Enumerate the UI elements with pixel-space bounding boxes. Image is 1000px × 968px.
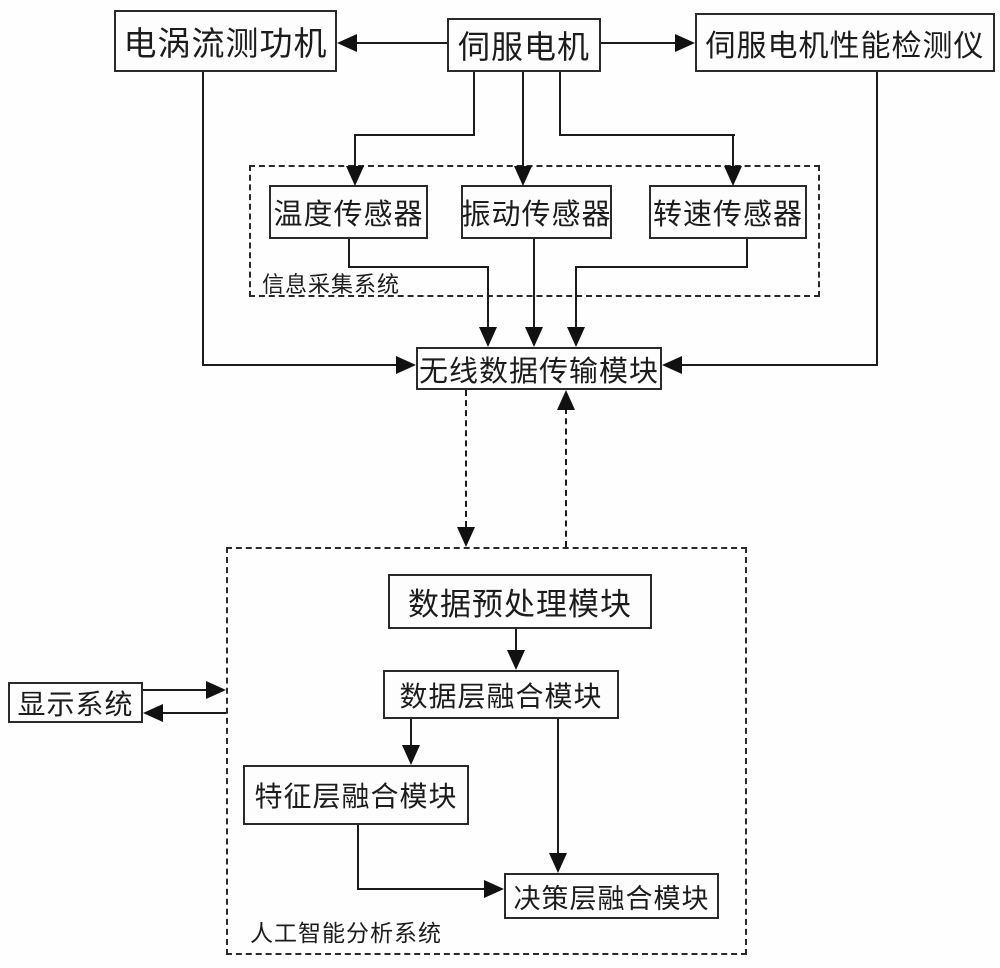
arrowhead-into-ai-system [457,527,475,547]
arrowhead-into-featurefusion [402,745,420,765]
connector-servo-to-temp-h [354,134,475,136]
arrowhead-into-tester [675,34,695,52]
connector-speed-to-wireless-h [576,266,748,268]
connector-servo-to-vibration [522,70,524,168]
connector-wireless-to-ai-dashed [465,390,467,527]
connector-servo-to-speed-v2 [732,134,734,168]
arrowhead-into-wireless-left [396,356,416,374]
arrowhead-into-datafusion [507,650,525,670]
arrowhead-speed-into-wireless [567,327,585,347]
connector-temp-to-wireless-h [348,266,489,268]
node-servo-motor-performance-tester: 伺服电机性能检测仪 [695,13,995,72]
group-ai-analysis-system [226,547,747,955]
connector-featurefusion-to-decisionfusion-v [357,825,359,890]
arrowhead-into-vibration-sensor [514,166,532,186]
connector-dynamometer-to-wireless-v [202,72,204,366]
connector-temp-to-wireless-v1 [348,239,350,268]
connector-servo-to-temp-v1 [473,70,475,136]
connector-speed-to-wireless-v2 [575,266,577,329]
connector-speed-to-wireless-v1 [746,239,748,268]
connector-servo-to-speed-v1 [559,70,561,136]
arrowhead-temp-into-wireless [479,327,497,347]
node-servo-motor: 伺服电机 [447,18,601,72]
node-eddy-current-dynamometer: 电涡流测功机 [114,10,337,72]
connector-preprocess-to-datafusion [515,629,517,652]
connector-datafusion-to-featurefusion [410,719,412,747]
node-speed-sensor: 转速传感器 [649,185,807,239]
node-temperature-sensor: 温度传感器 [269,185,428,239]
arrowhead-into-dynamometer [337,34,357,52]
connector-servo-to-tester [601,42,677,44]
connector-vibration-to-wireless [533,239,535,329]
connector-ai-to-wireless-dashed [565,408,567,547]
connector-dynamometer-to-wireless-h [202,364,398,366]
connector-datafusion-to-decisionfusion [557,719,559,855]
node-decision-layer-fusion-module: 决策层融合模块 [504,873,719,919]
node-feature-layer-fusion-module: 特征层融合模块 [243,765,469,825]
arrowhead-into-wireless-right [662,356,682,374]
connector-tester-to-wireless-v [876,72,878,366]
arrowhead-vibration-into-wireless [525,327,543,347]
connector-display-to-ai [143,689,208,691]
node-display-system: 显示系统 [8,682,143,723]
connector-ai-to-display [161,712,226,714]
arrowhead-into-wireless-bottom [557,390,575,410]
arrowhead-into-ai-left-edge [206,681,226,699]
connector-servo-to-speed-h [559,134,735,136]
arrowhead-into-display-system [143,704,163,722]
arrowhead-into-decisionfusion-top [549,853,567,873]
connector-featurefusion-to-decisionfusion-h [357,888,486,890]
arrowhead-into-decisionfusion-left [484,880,504,898]
node-data-preprocess-module: 数据预处理模块 [388,574,652,629]
connector-tester-to-wireless-h [682,364,878,366]
connector-servo-to-temp-v2 [354,134,356,168]
group-ai-analysis-label: 人工智能分析系统 [250,920,442,946]
arrowhead-into-speed-sensor [724,166,742,186]
node-vibration-sensor: 振动传感器 [461,185,612,239]
node-data-layer-fusion-module: 数据层融合模块 [383,670,619,719]
group-info-collection-label: 信息采集系统 [262,272,401,297]
node-wireless-data-transmission-module: 无线数据传输模块 [416,347,662,390]
arrowhead-into-temp-sensor [346,166,364,186]
connector-servo-to-dynamometer [355,42,447,44]
connector-temp-to-wireless-v2 [487,266,489,329]
